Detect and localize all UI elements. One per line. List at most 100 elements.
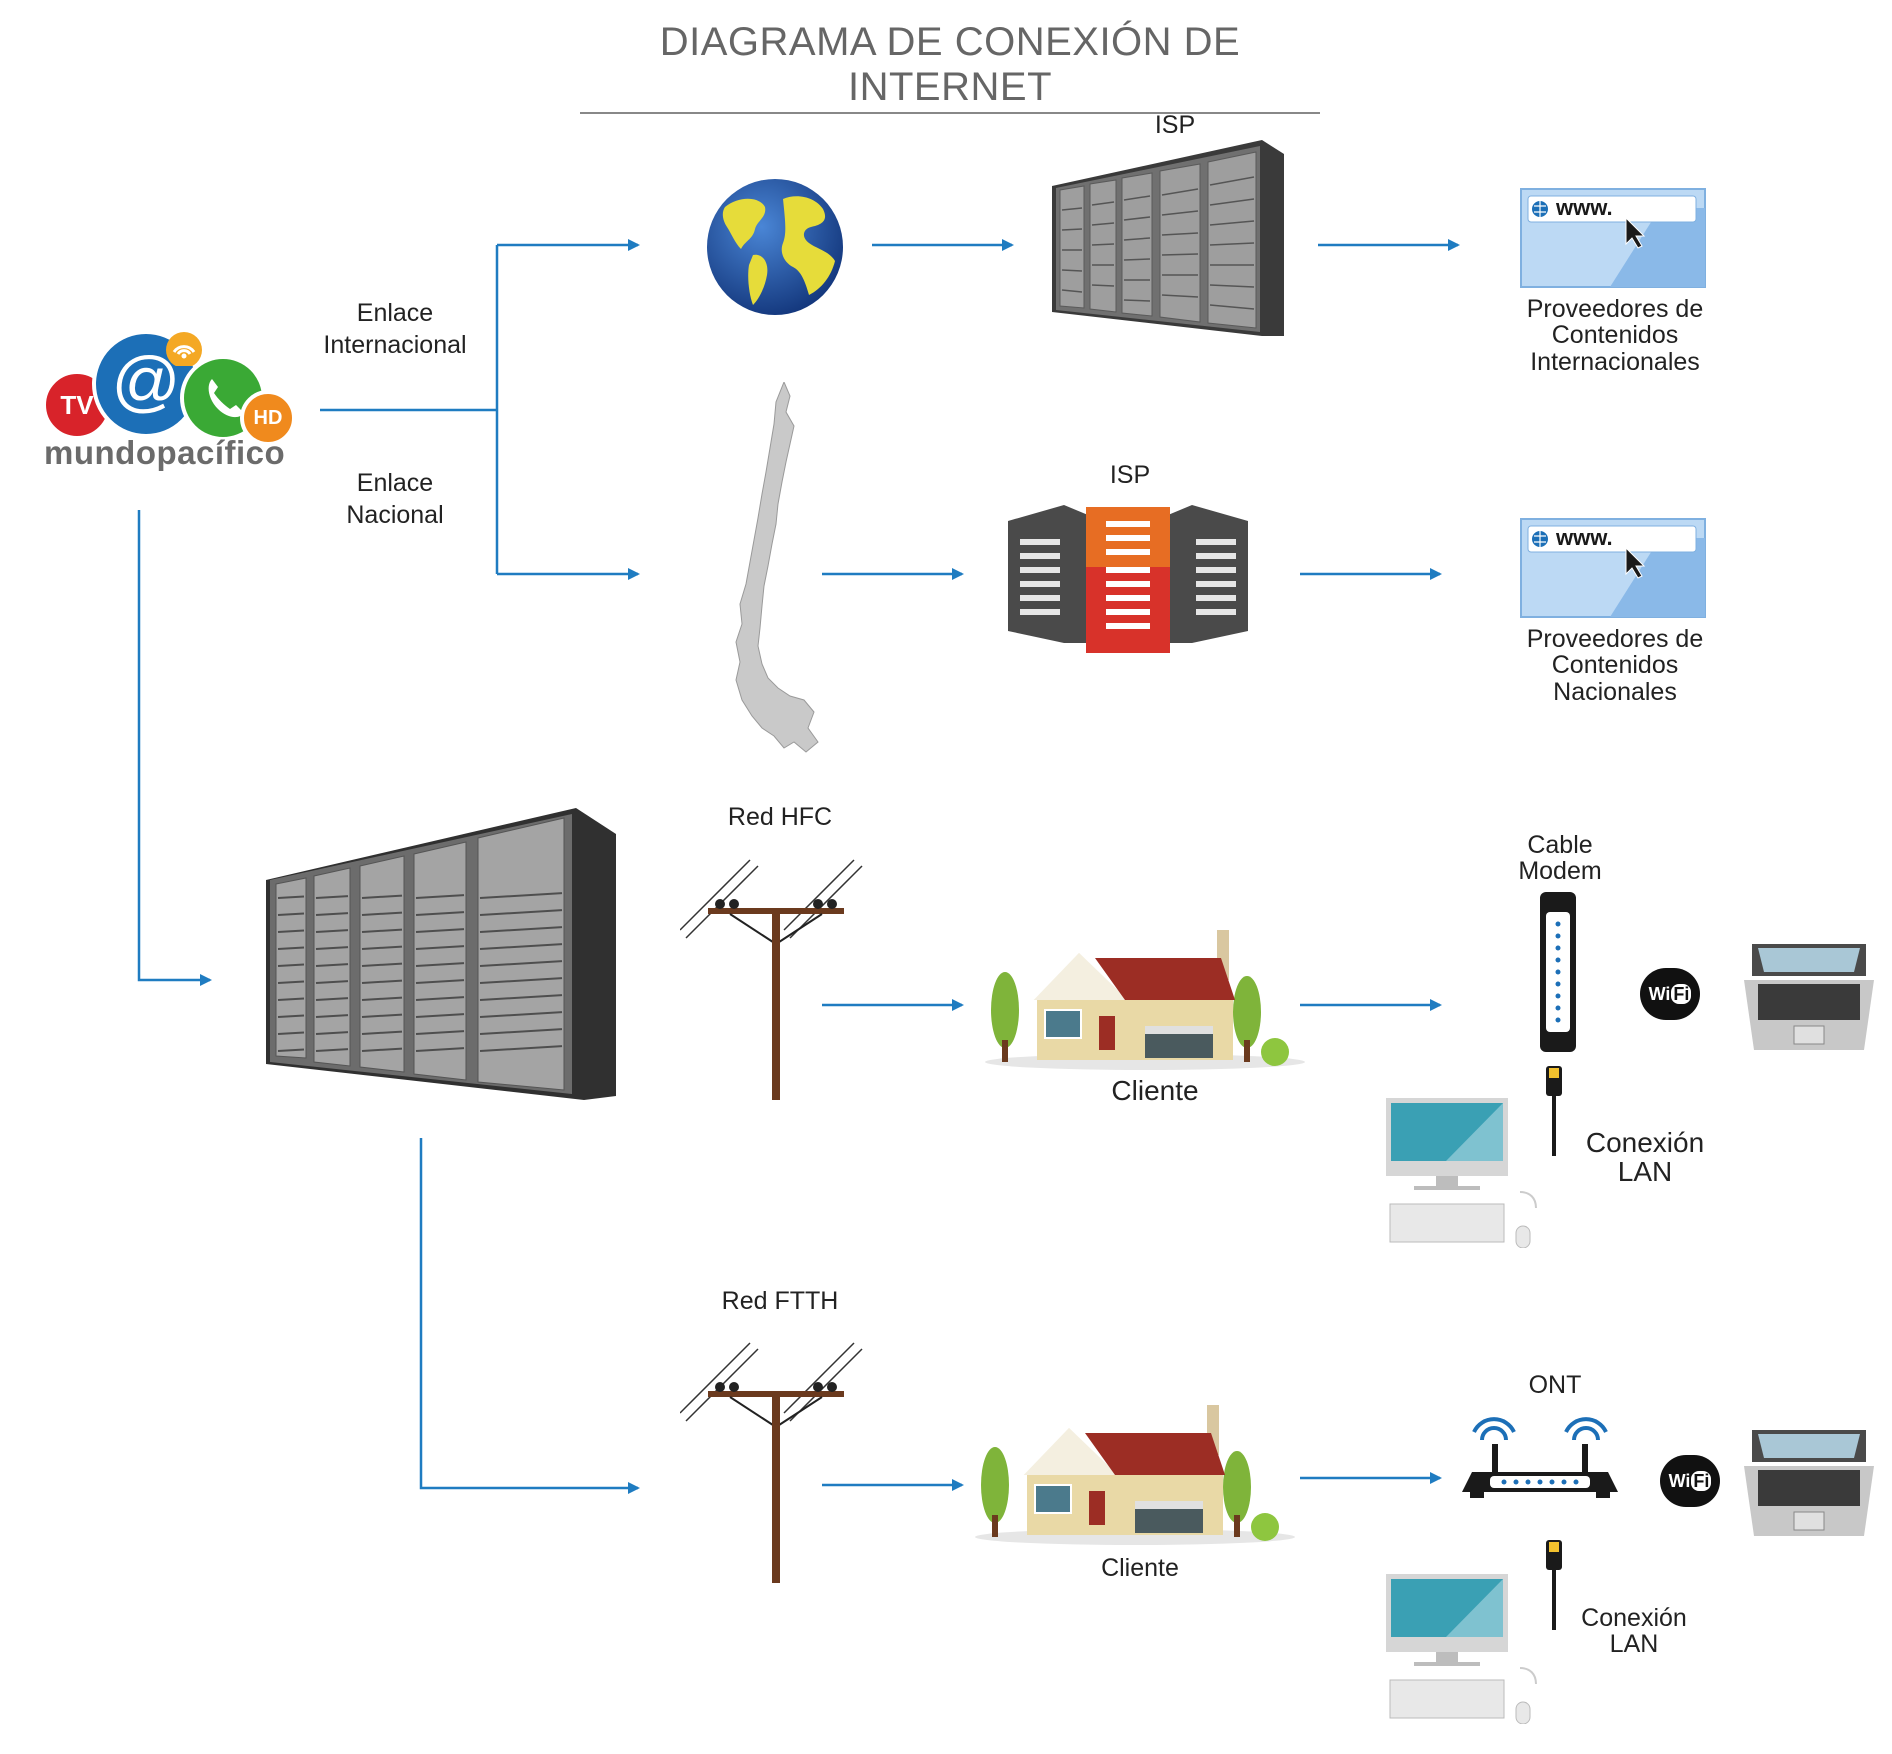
international-link-line1: Enlace bbox=[356, 299, 434, 327]
wifi-badge-hfc-wi: Wi bbox=[1648, 984, 1671, 1004]
server-slot-line bbox=[479, 977, 563, 984]
server-slot-line bbox=[315, 1014, 349, 1018]
cable-modem-icon bbox=[1540, 892, 1576, 1052]
globe-icon bbox=[707, 179, 843, 315]
server-slot-line bbox=[479, 1028, 563, 1035]
providers-int-line2: Contenidos bbox=[1551, 321, 1679, 350]
server-slot-line bbox=[479, 892, 563, 899]
signal-waves-icon bbox=[166, 332, 202, 366]
ont-router-icon bbox=[1462, 1417, 1618, 1498]
isp-mid-label: ISP bbox=[1109, 461, 1151, 489]
ftth-client-label: Cliente bbox=[1101, 1554, 1179, 1582]
server-slot-line bbox=[277, 895, 305, 899]
arrow-datacenter-ftth bbox=[419, 1138, 640, 1494]
server-slot-line bbox=[415, 1013, 465, 1018]
server-slot-line bbox=[361, 1047, 403, 1052]
providers-nat-line2: Contenidos bbox=[1551, 651, 1679, 680]
wifi-badge-ftth-fi: Fi bbox=[1691, 1471, 1712, 1491]
server-slot-line bbox=[479, 1011, 563, 1018]
ftth-client-house-icon bbox=[975, 1405, 1295, 1545]
server-slot-line bbox=[361, 979, 403, 984]
browser-url-top: www. bbox=[1556, 195, 1613, 220]
server-slot-line bbox=[415, 928, 465, 933]
browser-url-national: www. bbox=[1556, 525, 1613, 550]
national-link-line2: Nacional bbox=[346, 501, 444, 530]
server-slot-line bbox=[277, 963, 305, 967]
laptop-hfc-icon bbox=[1744, 944, 1874, 1050]
hfc-client-label: Cliente bbox=[1111, 1075, 1199, 1106]
lan-label-hfc: Conexión LAN bbox=[1580, 1128, 1710, 1187]
lan-label-ftth: Conexión LAN bbox=[1574, 1605, 1694, 1658]
server-slot-line bbox=[315, 1031, 349, 1035]
logo-hd-badge: HD bbox=[240, 390, 296, 446]
server-slot-line bbox=[479, 1045, 563, 1052]
server-slot-line bbox=[277, 980, 305, 984]
isp-datacenter-icon bbox=[1008, 505, 1248, 653]
cable-modem-line2: Modem bbox=[1518, 857, 1602, 886]
server-slot-line bbox=[277, 946, 305, 950]
laptop-ftth-icon bbox=[1744, 1430, 1874, 1536]
ftth-utility-pole-icon bbox=[680, 1342, 863, 1583]
server-slot-line bbox=[479, 960, 563, 967]
providers-nat-line1: Proveedores de bbox=[1526, 625, 1704, 653]
server-slot-line bbox=[479, 926, 563, 933]
desktop-computer-ftth-icon bbox=[1386, 1574, 1537, 1724]
browser-window-icon bbox=[1520, 188, 1706, 288]
lan-cable-ftth-icon bbox=[1546, 1540, 1562, 1630]
lan-label-hfc-line2: LAN bbox=[1617, 1156, 1673, 1188]
arrow-logo-datacenter bbox=[137, 510, 212, 986]
server-slot-line bbox=[415, 962, 465, 967]
hfc-network-label: Red HFC bbox=[727, 803, 833, 831]
lan-label-hfc-line1: Conexión bbox=[1585, 1127, 1705, 1158]
desktop-computer-hfc-icon bbox=[1386, 1098, 1537, 1248]
lan-label-ftth-line1: Conexión bbox=[1581, 1604, 1687, 1632]
national-link-line1: Enlace bbox=[356, 469, 434, 497]
server-slot-line bbox=[415, 979, 465, 984]
server-slot-line bbox=[315, 946, 349, 950]
server-slot-line bbox=[277, 1048, 305, 1052]
server-slot-line bbox=[315, 929, 349, 933]
server-slot-line bbox=[315, 980, 349, 984]
ftth-network-label: Red FTTH bbox=[721, 1287, 839, 1315]
server-slot-line bbox=[479, 994, 563, 1001]
server-slot-line bbox=[415, 996, 465, 1001]
isp-top-label: ISP bbox=[1154, 111, 1196, 139]
lan-label-ftth-line2: LAN bbox=[1609, 1630, 1659, 1659]
lan-cable-hfc-icon bbox=[1546, 1066, 1562, 1156]
server-slot-line bbox=[315, 997, 349, 1001]
cable-modem-line1: Cable bbox=[1527, 831, 1593, 859]
server-slot-line bbox=[361, 945, 403, 950]
server-slot-line bbox=[277, 929, 305, 933]
providers-int-line1: Proveedores de bbox=[1526, 295, 1704, 323]
providers-international-label: Proveedores de Contenidos Internacionale… bbox=[1490, 296, 1740, 375]
server-slot-line bbox=[361, 911, 403, 916]
providers-int-line3: Internacionales bbox=[1530, 347, 1700, 376]
server-slot-line bbox=[361, 996, 403, 1001]
server-slot-line bbox=[315, 895, 349, 899]
international-link-line2: Internacional bbox=[323, 331, 467, 360]
hfc-utility-pole-icon bbox=[680, 859, 863, 1100]
server-slot-line bbox=[277, 1031, 305, 1035]
server-slot-line bbox=[479, 909, 563, 916]
wifi-badge-hfc-fi: Fi bbox=[1671, 984, 1692, 1004]
server-slot-line bbox=[415, 1047, 465, 1052]
server-slot-line bbox=[415, 911, 465, 916]
hfc-client-house-icon bbox=[985, 930, 1305, 1070]
national-link-label: Enlace Nacional bbox=[300, 470, 490, 529]
logo-wordmark: mundopacífico bbox=[44, 434, 286, 471]
wifi-badge-ftth-wi: Wi bbox=[1668, 1471, 1691, 1491]
server-slot-line bbox=[361, 894, 403, 899]
server-slot-line bbox=[315, 963, 349, 967]
providers-nat-line3: Nacionales bbox=[1553, 677, 1677, 706]
server-slot-line bbox=[315, 912, 349, 916]
server-slot-line bbox=[361, 962, 403, 967]
server-slot-line bbox=[277, 997, 305, 1001]
ont-label: ONT bbox=[1528, 1371, 1582, 1399]
browser-window-national-icon bbox=[1520, 518, 1706, 618]
isp-server-rack-icon bbox=[1052, 140, 1284, 336]
server-slot-line bbox=[277, 912, 305, 916]
